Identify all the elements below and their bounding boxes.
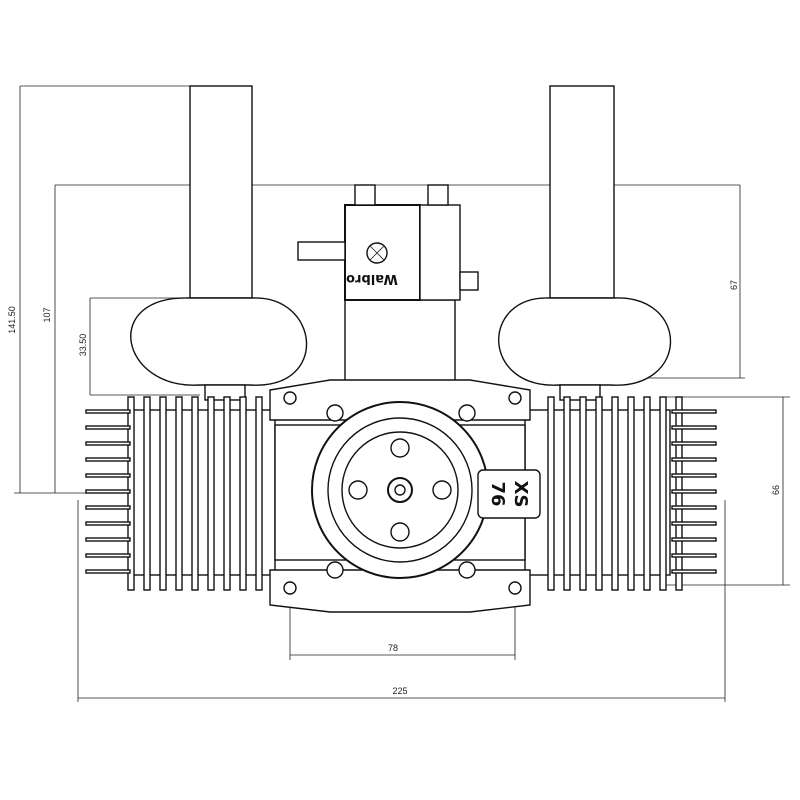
dim-mount-spacing: 78 (388, 643, 398, 653)
right-head-fin (671, 425, 717, 430)
right-cylinder-fin (611, 396, 619, 591)
left-head-fin (85, 553, 131, 558)
right-head-fin (671, 441, 717, 446)
model-badge: 76 XS (477, 469, 541, 519)
carburetor: Walbro (297, 184, 479, 301)
dim-carb-to-mount: 67 (729, 280, 739, 290)
left-cylinder-fin (159, 396, 167, 591)
crankcase (269, 299, 531, 613)
right-cylinder-fin (659, 396, 667, 591)
dim-mount-height: 66 (771, 485, 781, 495)
dim-prop-hub-height: 107 (42, 307, 52, 322)
engine-brand-label: XS (510, 481, 531, 508)
left-cylinder-fin (223, 396, 231, 591)
left-head-fin (85, 441, 131, 446)
right-head-fin (671, 505, 717, 510)
dim-overall-width: 225 (392, 686, 407, 696)
right-head-fin (671, 569, 717, 574)
left-cylinder-fin (191, 396, 199, 591)
exhaust-right (498, 85, 672, 401)
right-head-fin (671, 489, 717, 494)
right-head-fin (671, 521, 717, 526)
left-cylinder-fin (255, 396, 263, 591)
left-head-fin (85, 505, 131, 510)
left-cylinder-fin (239, 396, 247, 591)
left-head-fin (85, 473, 131, 478)
dim-overall-height: 141.50 (7, 306, 17, 334)
left-head-fin (85, 425, 131, 430)
carburetor-brand-label: Walbro (346, 271, 398, 286)
right-cylinder-fin (579, 396, 587, 591)
right-cylinder-fin (643, 396, 651, 591)
left-head-fin (85, 409, 131, 414)
right-head-fin (671, 537, 717, 542)
right-head-fin (671, 553, 717, 558)
left-cylinder-fin (175, 396, 183, 591)
left-head-fin (85, 489, 131, 494)
right-cylinder-fin (547, 396, 555, 591)
left-cylinder-fin (143, 396, 151, 591)
engine-model-label: 76 (487, 481, 508, 506)
left-cylinder-body (129, 409, 276, 576)
left-head-fin (85, 537, 131, 542)
right-cylinder-fin (595, 396, 603, 591)
right-head-fin (671, 409, 717, 414)
left-head-fin (85, 457, 131, 462)
right-head-fin (671, 473, 717, 478)
right-head-fin (671, 457, 717, 462)
right-cylinder-fin (563, 396, 571, 591)
dim-muffler-offset: 33.50 (78, 334, 88, 357)
cylinder-fins (85, 396, 717, 591)
left-head-fin (85, 521, 131, 526)
exhaust-left (130, 85, 308, 401)
left-cylinder-fin (207, 396, 215, 591)
right-cylinder-fin (627, 396, 635, 591)
left-head-fin (85, 569, 131, 574)
